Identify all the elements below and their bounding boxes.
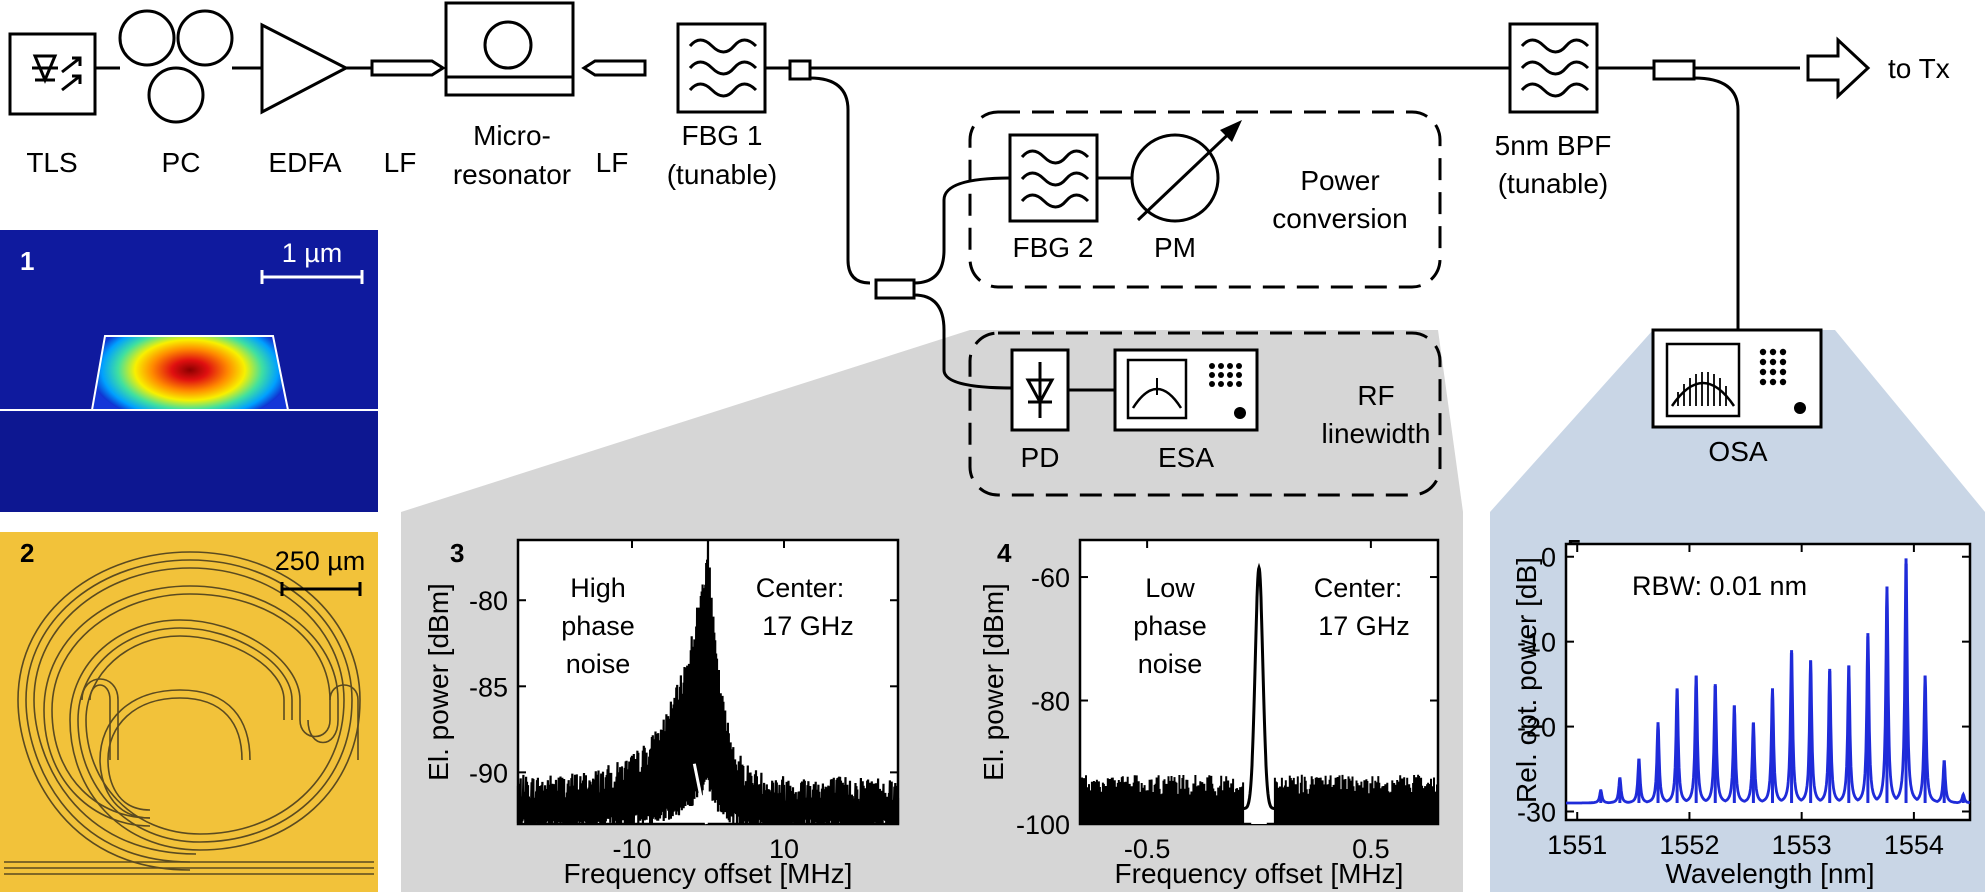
fbg1-label-2: (tunable) [667, 159, 778, 190]
scale-bar [260, 270, 364, 284]
osa-trace [1566, 563, 1971, 805]
arrow-right-icon [1806, 36, 1871, 100]
panel5-ylabel: Rel. opt. power [dB] [1511, 557, 1542, 803]
x-tick-label: 1551 [1547, 830, 1607, 860]
coupler-3 [1652, 59, 1740, 330]
lensed-fiber-icon [370, 59, 446, 77]
panel4-note-2: phase [1133, 611, 1207, 641]
y-tick-label: -85 [469, 672, 508, 702]
panel4-center-2: 17 GHz [1318, 611, 1410, 641]
power-group-label-2: conversion [1272, 203, 1407, 234]
x-tick-label: -10 [612, 834, 651, 864]
bpf-filter-icon [1508, 22, 1599, 114]
ring-resonator-icon [444, 1, 575, 97]
pd-label: PD [1021, 442, 1060, 473]
panel3-chart: 3 -10 10 -80 -85 -90 High phase noise Center… [423, 538, 900, 889]
panel3-number: 3 [450, 538, 464, 568]
y-tick-label: -100 [1016, 810, 1070, 840]
panel4-note-1: Low [1145, 573, 1195, 603]
tls-block [8, 32, 97, 116]
panel3-note-2: phase [561, 611, 635, 641]
panel3-xlabel: Frequency offset [MHz] [564, 858, 853, 889]
bpf-label-1: 5nm BPF [1495, 130, 1612, 161]
scale-bar [280, 582, 362, 596]
x-tick-label: 1553 [1772, 830, 1832, 860]
amplifier-triangle-icon [260, 22, 350, 115]
power-meter-icon [1130, 120, 1242, 223]
fbg1-filter-icon [676, 22, 767, 114]
panel3-note-1: High [570, 573, 626, 603]
x-tick-label: 1552 [1659, 830, 1719, 860]
fbg1-label-1: FBG 1 [682, 120, 763, 151]
laser-source-icon [32, 54, 82, 92]
osa-label: OSA [1708, 436, 1767, 467]
panel4-xlabel: Frequency offset [MHz] [1115, 858, 1404, 889]
mode-simulation-panel: 1 µm 1 [0, 230, 378, 512]
panel1-scale: 1 µm [282, 238, 343, 268]
pm-label: PM [1154, 232, 1196, 263]
coupler-2 [874, 176, 1013, 390]
fbg2-filter-icon [1008, 133, 1099, 223]
peak-trace [1243, 562, 1275, 810]
bpf-label-2: (tunable) [1498, 168, 1609, 199]
panel5-rbw: RBW: 0.01 nm [1632, 571, 1807, 601]
y-tick-label: -80 [1031, 687, 1070, 717]
micro-label-1: Micro- [473, 120, 551, 151]
y-tick-label: -60 [1031, 563, 1070, 593]
noise-floor-trace [1079, 774, 1439, 824]
x-tick-label: -0.5 [1124, 834, 1171, 864]
tx-label: to Tx [1888, 53, 1950, 84]
panel4-ylabel: El. power [dBm] [978, 583, 1009, 781]
esa-spectrum-analyzer-icon [1113, 348, 1259, 432]
panel4-number: 4 [997, 538, 1012, 568]
y-tick-label: 0 [1541, 543, 1556, 573]
panel4-note-3: noise [1138, 649, 1203, 679]
osa-spectrum-analyzer-icon [1651, 328, 1823, 429]
y-tick-label: -20 [1517, 713, 1556, 743]
rf-group-label-1: RF [1357, 380, 1394, 411]
panel4-chart: 4 -0.5 0.5 -60 -80 -100 Low phase noise Cent… [978, 538, 1440, 889]
panel2-scale: 250 µm [275, 546, 366, 576]
y-tick-label: -10 [1517, 628, 1556, 658]
polarization-controller-icon [118, 9, 234, 124]
fbg2-label: FBG 2 [1013, 232, 1094, 263]
panel2-number: 2 [20, 538, 34, 568]
chip-micrograph-panel: 250 µm 2 [0, 532, 378, 892]
micro-label-2: resonator [453, 159, 571, 190]
y-tick-label: -80 [469, 586, 508, 616]
panel3-center-1: Center: [756, 573, 845, 603]
y-tick-label: -30 [1517, 798, 1556, 828]
power-group-label-1: Power [1300, 165, 1379, 196]
rf-linewidth-group [968, 331, 1442, 497]
panel3-center-2: 17 GHz [762, 611, 854, 641]
lensed-fiber-icon [581, 59, 647, 77]
x-tick-label: 1554 [1884, 830, 1944, 860]
x-tick-label: 0.5 [1352, 834, 1390, 864]
peak-gap [692, 763, 708, 825]
power-conversion-group [968, 110, 1442, 289]
peak-gap [1251, 780, 1267, 824]
y-tick-label: -90 [469, 758, 508, 788]
panel5-xlabel: Wavelength [nm] [1665, 858, 1874, 889]
lf-out-label: LF [596, 147, 629, 178]
panel3-note-3: noise [566, 649, 631, 679]
spectrum-trace [516, 540, 900, 825]
pc-label: PC [162, 147, 201, 178]
panel4-center-1: Center: [1314, 573, 1403, 603]
x-tick-label: 10 [769, 834, 799, 864]
coupler-1 [788, 59, 871, 285]
tls-label: TLS [26, 147, 77, 178]
edfa-label: EDFA [268, 147, 341, 178]
lf-in-label: LF [384, 147, 417, 178]
panel3-ylabel: El. power [dBm] [423, 583, 454, 781]
panel1-number: 1 [20, 246, 34, 276]
rf-group-label-2: linewidth [1322, 418, 1431, 449]
photodiode-icon [1010, 348, 1070, 432]
esa-label: ESA [1158, 442, 1214, 473]
